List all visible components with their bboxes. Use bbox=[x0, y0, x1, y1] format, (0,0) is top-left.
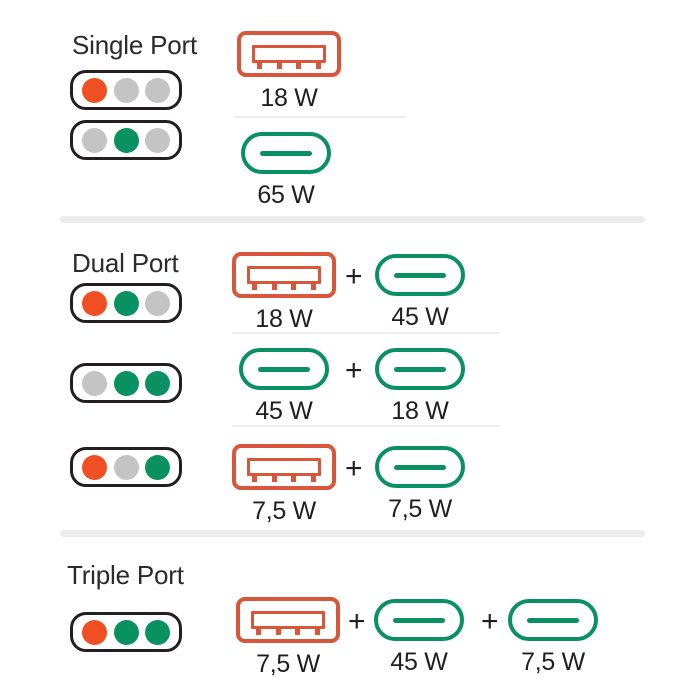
led-indicator-green bbox=[113, 619, 139, 645]
usb-a-icon bbox=[237, 31, 341, 77]
usb-a-icon bbox=[232, 252, 336, 298]
led-indicator-gray bbox=[113, 454, 139, 480]
port-group-single-row-2: 65 W bbox=[241, 132, 331, 210]
usb-a-icon bbox=[236, 597, 340, 643]
led-pill-single-row-1 bbox=[70, 70, 182, 110]
usb-a-teeth-icon bbox=[252, 475, 316, 482]
port-group-dual-row-1-a: 18 W bbox=[232, 252, 336, 334]
led-indicator-green bbox=[145, 370, 170, 396]
port-group-dual-row-3-a: 7,5 W bbox=[232, 444, 336, 526]
port-group-triple-row-1-c: 7,5 W bbox=[508, 599, 598, 677]
usb-a-icon bbox=[232, 444, 336, 490]
wattage-label: 7,5 W bbox=[521, 648, 585, 676]
led-pill-dual-row-1 bbox=[70, 283, 182, 323]
led-indicator-gray bbox=[82, 370, 107, 396]
led-indicator-orange bbox=[82, 619, 107, 645]
led-pill-dual-row-2 bbox=[70, 363, 182, 403]
usb-a-teeth-icon bbox=[257, 62, 321, 69]
led-indicator-gray bbox=[82, 127, 107, 153]
usb-a-teeth-icon bbox=[252, 283, 316, 290]
usb-a-slot-icon bbox=[251, 611, 325, 629]
divider-section-1 bbox=[60, 216, 645, 223]
plus-symbol: + bbox=[345, 260, 363, 293]
usb-a-slot-icon bbox=[247, 266, 321, 284]
usb-c-icon bbox=[508, 599, 598, 641]
usb-c-icon bbox=[241, 132, 331, 174]
divider-section-2 bbox=[60, 530, 645, 537]
wattage-label: 18 W bbox=[260, 84, 318, 112]
usb-a-slot-icon bbox=[252, 45, 326, 63]
usb-c-bar-icon bbox=[258, 366, 310, 372]
led-indicator-gray bbox=[113, 77, 139, 103]
usb-c-bar-icon bbox=[394, 464, 446, 470]
led-pill-dual-row-3 bbox=[70, 447, 182, 487]
plus-symbol: + bbox=[345, 354, 363, 387]
wattage-label: 18 W bbox=[255, 305, 313, 333]
led-indicator-orange bbox=[82, 77, 107, 103]
port-group-triple-row-1-a: 7,5 W bbox=[236, 597, 340, 679]
led-pill-triple-row-1 bbox=[70, 612, 182, 652]
port-group-single-row-1: 18 W bbox=[237, 31, 341, 113]
divider-single-port-inner bbox=[234, 116, 406, 118]
led-indicator-gray bbox=[145, 290, 170, 316]
wattage-label: 7,5 W bbox=[252, 497, 316, 525]
led-indicator-orange bbox=[82, 290, 107, 316]
section-title-triple-port: Triple Port bbox=[67, 560, 184, 590]
wattage-label: 45 W bbox=[390, 648, 448, 676]
port-group-dual-row-3-b: 7,5 W bbox=[375, 446, 465, 524]
usb-c-icon bbox=[239, 348, 329, 390]
section-title-dual-port: Dual Port bbox=[72, 248, 179, 278]
led-indicator-orange bbox=[82, 454, 107, 480]
wattage-label: 7,5 W bbox=[256, 650, 320, 678]
usb-c-bar-icon bbox=[394, 366, 446, 372]
plus-symbol: + bbox=[481, 605, 499, 638]
divider-dual-port-inner-1 bbox=[232, 332, 500, 334]
wattage-label: 18 W bbox=[391, 397, 449, 425]
usb-c-bar-icon bbox=[393, 617, 445, 623]
led-indicator-green bbox=[113, 370, 139, 396]
usb-c-icon bbox=[374, 599, 464, 641]
usb-a-teeth-icon bbox=[256, 628, 320, 635]
port-group-dual-row-2-b: 18 W bbox=[375, 348, 465, 426]
usb-c-icon bbox=[375, 348, 465, 390]
led-indicator-gray bbox=[145, 77, 170, 103]
wattage-label: 65 W bbox=[257, 181, 315, 209]
usb-c-icon bbox=[375, 254, 465, 296]
led-indicator-green bbox=[145, 454, 170, 480]
usb-c-bar-icon bbox=[527, 617, 579, 623]
led-pill-single-row-2 bbox=[70, 120, 182, 160]
divider-dual-port-inner-2 bbox=[232, 425, 500, 427]
usb-c-bar-icon bbox=[394, 272, 446, 278]
led-indicator-green bbox=[113, 127, 139, 153]
usb-c-bar-icon bbox=[260, 150, 312, 156]
port-group-dual-row-1-b: 45 W bbox=[375, 254, 465, 332]
plus-symbol: + bbox=[345, 452, 363, 485]
led-indicator-green bbox=[113, 290, 139, 316]
led-indicator-green bbox=[145, 619, 170, 645]
wattage-label: 45 W bbox=[255, 397, 313, 425]
wattage-label: 7,5 W bbox=[388, 495, 452, 523]
usb-a-slot-icon bbox=[247, 458, 321, 476]
plus-symbol: + bbox=[348, 605, 366, 638]
wattage-label: 45 W bbox=[391, 303, 449, 331]
section-title-single-port: Single Port bbox=[72, 30, 197, 60]
port-group-triple-row-1-b: 45 W bbox=[374, 599, 464, 677]
usb-c-icon bbox=[375, 446, 465, 488]
led-indicator-gray bbox=[145, 127, 170, 153]
port-group-dual-row-2-a: 45 W bbox=[239, 348, 329, 426]
